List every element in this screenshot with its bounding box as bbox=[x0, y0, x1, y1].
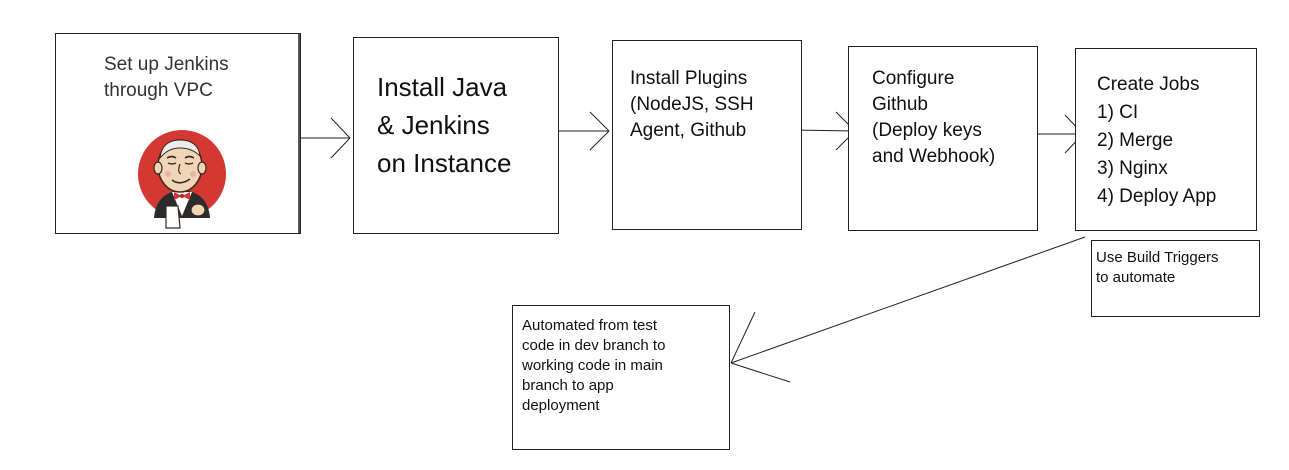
arrow-setup-to-install-head-top bbox=[330, 117, 351, 139]
step-setup-label: Set up Jenkins through VPC bbox=[104, 54, 229, 101]
step-install-plugins-box: Install Plugins (NodeJS, SSH Agent, Gith… bbox=[612, 40, 802, 230]
step-configure-github-box: Configure Github (Deploy keys and Webhoo… bbox=[848, 46, 1038, 231]
note-build-triggers-box: Use Build Triggers to automate bbox=[1091, 240, 1260, 317]
step-create-jobs-label: Create Jobs 1) CI 2) Merge 3) Nginx 4) D… bbox=[1097, 74, 1217, 207]
arrow-setup-to-install-head-bottom bbox=[330, 137, 351, 159]
note-automated-box: Automated from test code in dev branch t… bbox=[512, 305, 730, 450]
step-create-jobs-box: Create Jobs 1) CI 2) Merge 3) Nginx 4) D… bbox=[1075, 48, 1257, 231]
arrow-jobs-to-automated-head-bottom bbox=[730, 362, 791, 383]
note-automated-label: Automated from test code in dev branch t… bbox=[522, 317, 666, 414]
arrow-jobs-to-automated-shaft bbox=[730, 236, 1086, 364]
step-setup-jenkins-box: Set up Jenkins through VPC bbox=[55, 33, 301, 234]
step-install-java-label: Install Java & Jenkins on Instance bbox=[377, 72, 512, 178]
arrow-jobs-to-automated-head-top bbox=[730, 311, 756, 364]
step-configure-github-label: Configure Github (Deploy keys and Webhoo… bbox=[872, 68, 996, 167]
arrow-install-to-plugins-head-top bbox=[589, 111, 610, 132]
jenkins-butler-icon bbox=[138, 130, 226, 229]
arrow-install-to-plugins-head-bottom bbox=[589, 130, 610, 151]
note-build-triggers-label: Use Build Triggers to automate bbox=[1096, 249, 1219, 286]
step-install-java-box: Install Java & Jenkins on Instance bbox=[353, 37, 559, 234]
step-install-plugins-label: Install Plugins (NodeJS, SSH Agent, Gith… bbox=[630, 68, 754, 141]
